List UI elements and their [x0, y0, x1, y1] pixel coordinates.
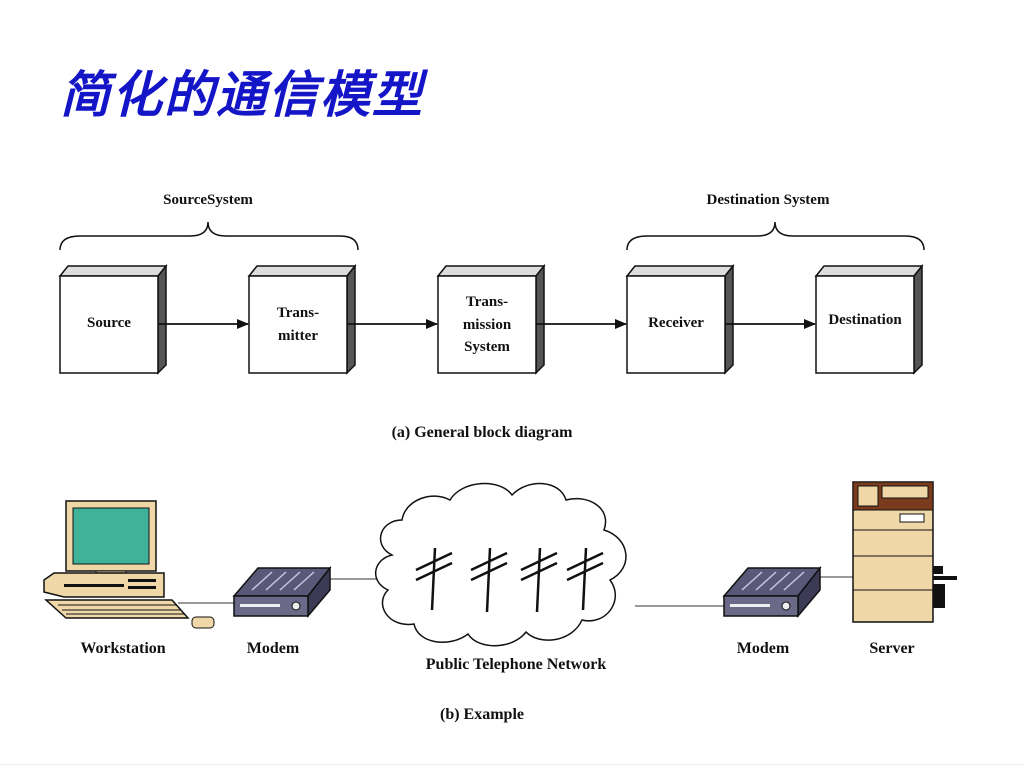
modem-icon-left	[232, 565, 332, 619]
transmitter-box	[247, 263, 357, 375]
source-system-brace	[59, 221, 359, 251]
destination-system-label: Destination System	[706, 192, 830, 208]
modem-left-label: Modem	[246, 640, 300, 657]
server-icon	[852, 481, 957, 623]
workstation-label: Workstation	[80, 640, 166, 657]
server-label: Server	[869, 640, 915, 657]
receiver-box	[625, 263, 735, 375]
slide-title: 简化的通信模型	[60, 65, 424, 124]
workstation-icon	[43, 500, 215, 629]
slide-bottom-divider	[0, 764, 1024, 765]
telephone-pole-icon	[520, 547, 558, 613]
block-diagram-caption: (a) General block diagram	[391, 424, 573, 441]
example-caption: (b) Example	[440, 706, 524, 723]
transmission-system-box	[436, 263, 546, 375]
source-system-label: SourceSystem	[163, 192, 253, 208]
source-box-label: Source	[87, 315, 131, 331]
network-label: Public Telephone Network	[425, 656, 607, 673]
destination-box	[814, 263, 924, 375]
receiver-box-label: Receiver	[648, 315, 704, 331]
modem-right-label: Modem	[736, 640, 790, 657]
telephone-pole-icon	[566, 547, 604, 611]
modem-icon-right	[722, 565, 822, 619]
telephone-pole-icon	[470, 547, 508, 613]
transmission-system-box-label: Trans- mission System	[462, 294, 512, 355]
transmitter-box-label: Trans- mitter	[276, 305, 320, 344]
destination-box-label: Destination	[828, 312, 902, 328]
telephone-pole-icon	[415, 547, 453, 611]
destination-system-brace	[626, 221, 925, 251]
